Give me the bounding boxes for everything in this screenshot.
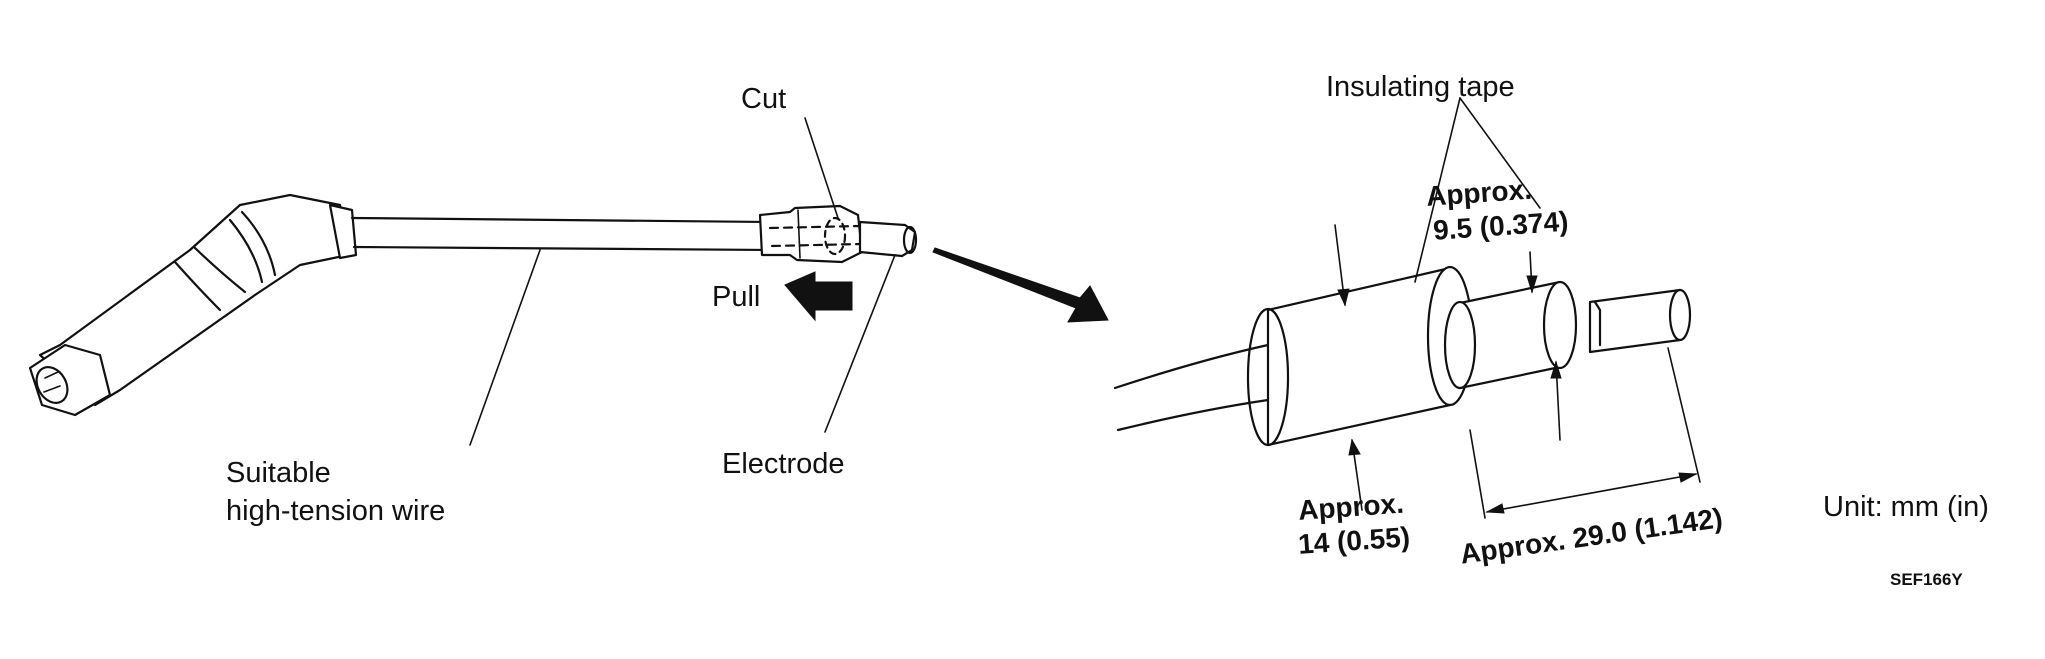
dim29-line (1486, 473, 1697, 513)
pull-arrow (784, 271, 853, 322)
boot-band-2 (193, 246, 247, 294)
small-tape-front (1542, 280, 1578, 370)
wire-bottom (352, 245, 772, 252)
dim95-arrow-bottom (1550, 360, 1562, 379)
label-cut: Cut (741, 83, 787, 115)
dim29-ext-right (1667, 347, 1701, 483)
dim29-ext-left (1469, 429, 1486, 519)
wire-connector (758, 204, 864, 264)
label-insulating-tape: Insulating tape (1326, 71, 1515, 103)
boot-collar (328, 203, 358, 260)
electrode-rod-body (1588, 288, 1682, 354)
leader-tape-1 (1414, 97, 1461, 283)
boot-band-4 (240, 210, 277, 277)
leader-tape-2 (1459, 97, 1541, 209)
cut-circle (823, 216, 847, 256)
small-tape-back (1443, 300, 1477, 390)
leader-wire (469, 249, 541, 446)
dim29-arrow-right (1678, 472, 1698, 483)
boot-terminal-cap (28, 343, 112, 417)
dim95-arrow-top (1526, 275, 1538, 294)
boot-band-3 (228, 218, 264, 284)
electrode-end (902, 225, 918, 255)
boot-band-1 (173, 260, 222, 312)
label-electrode: Electrode (722, 448, 845, 480)
detail-wire-bottom (1116, 398, 1270, 432)
tape-cylinder-back (1246, 307, 1290, 447)
label-wire-line2: high-tension wire (226, 495, 446, 527)
label-unit: Unit: mm (in) (1823, 491, 1989, 523)
wire-top (350, 216, 772, 224)
leader-cut (804, 117, 839, 219)
cut-dash-top (768, 224, 862, 230)
dim14-bottom-arrow (1348, 438, 1361, 456)
zoom-pointer-arrow (932, 247, 1109, 323)
cut-dash-bottom (770, 242, 862, 248)
detail-wire-top (1113, 343, 1270, 390)
electrode-rod-step (1593, 300, 1602, 347)
label-wire-line1: Suitable (226, 457, 331, 489)
label-figure-code: SEF166Y (1890, 570, 1963, 589)
tape-cylinder-body (1266, 266, 1452, 447)
dim14-top-arrow (1337, 288, 1350, 307)
label-pull: Pull (712, 281, 761, 313)
electrode-tip (858, 220, 917, 258)
terminal-inner (43, 371, 61, 393)
terminal-opening (35, 366, 69, 404)
dim29-arrow-left (1485, 503, 1505, 514)
leader-electrode (824, 254, 896, 433)
electrode-detail (1113, 265, 1692, 447)
connector-line (797, 209, 801, 259)
ht-wire-assembly (28, 193, 918, 417)
electrode-rod-end (1668, 288, 1692, 342)
